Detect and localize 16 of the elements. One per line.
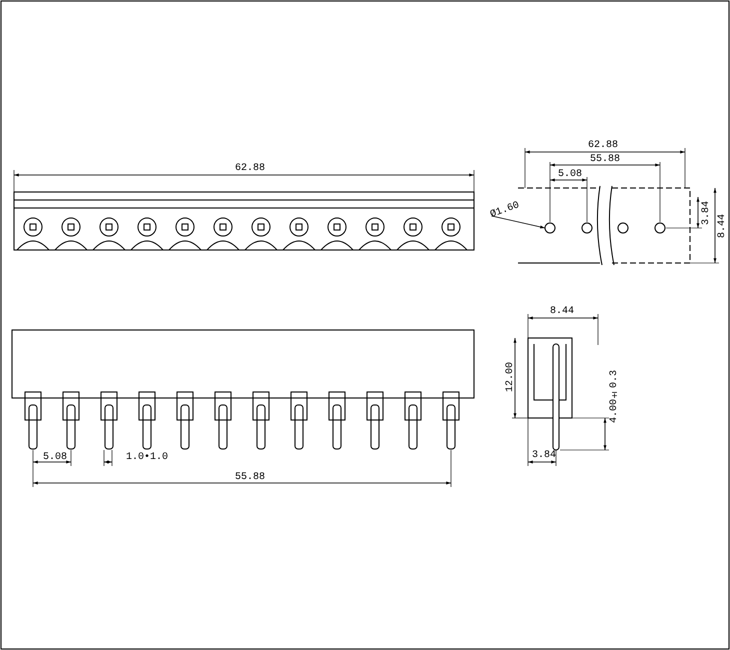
dimension-label: 1.0•1.0	[126, 452, 168, 463]
dimension-label: Ø1.60	[489, 200, 521, 221]
dimension-label: 12.00	[505, 362, 516, 392]
dimension-label: 8.44	[550, 306, 574, 317]
dimension-label: 62.88	[235, 163, 266, 174]
leader-line	[492, 216, 546, 228]
dimension-label: 55.88	[235, 472, 266, 483]
dimension-label: 5.08	[43, 452, 68, 463]
dimension-label: 3.84	[532, 450, 556, 461]
dimension-label: 55.88	[590, 154, 620, 165]
dimension-label: 8.44	[717, 214, 728, 238]
dimension-label: 4.00±0.3	[609, 370, 620, 424]
dimension-label: 62.88	[588, 140, 618, 151]
pin-hole	[544, 222, 556, 234]
dimension-label: 3.84	[701, 201, 712, 226]
dimension-label: 5.08	[558, 169, 582, 180]
